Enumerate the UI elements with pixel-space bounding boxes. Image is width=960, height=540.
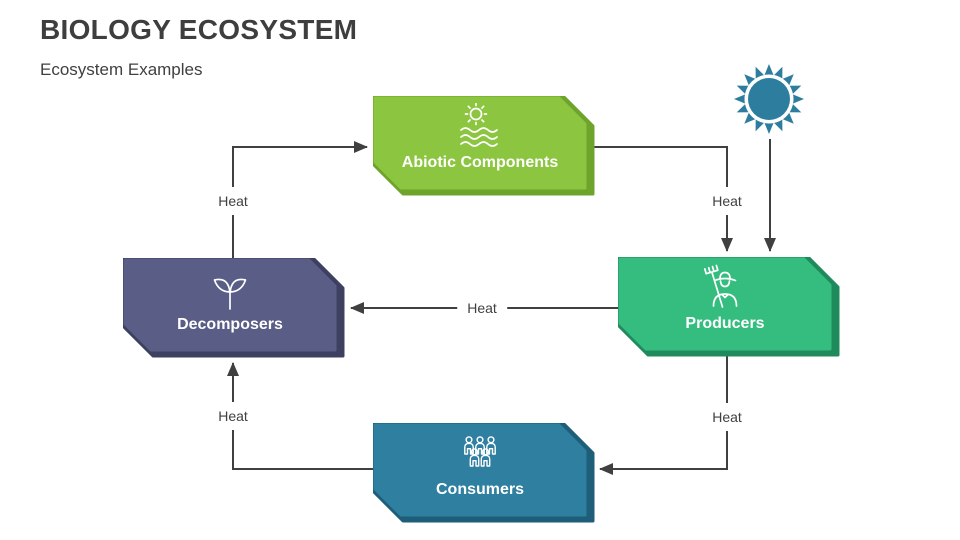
node-decomposers: Decomposers [123, 258, 349, 360]
page-subtitle: Ecosystem Examples [40, 60, 203, 79]
heat-label: Heat [208, 402, 258, 430]
farmer-icon [703, 264, 738, 308]
sprout-icon [213, 278, 247, 310]
heat-label: Heat [702, 187, 752, 215]
node-abiotic-components: Abiotic Components [373, 96, 599, 198]
node-label-abiotic: Abiotic Components [401, 154, 559, 171]
node-consumers: Consumers [373, 423, 599, 525]
arrow-producers-to-consumers [599, 353, 728, 475]
sun-icon [732, 62, 806, 141]
sun-waves-icon [460, 103, 498, 147]
page-title: BIOLOGY ECOSYSTEM [40, 14, 358, 45]
arrow-consumers-to-decomposers [227, 362, 373, 470]
node-label-consumers: Consumers [435, 481, 525, 498]
heat-label: Heat [702, 403, 752, 431]
arrow-abiotic-to-producers [589, 146, 733, 252]
arrow-decomposers-to-abiotic [232, 141, 368, 260]
heat-label: Heat [457, 294, 507, 322]
node-label-producers: Producers [685, 315, 765, 332]
node-shape [618, 257, 840, 357]
node-producers: Producers [618, 257, 844, 359]
node-label-decomposers: Decomposers [177, 316, 283, 333]
sun-core [748, 78, 790, 120]
people-group-icon [464, 436, 496, 467]
node-shape [373, 423, 595, 523]
heat-label: Heat [208, 187, 258, 215]
